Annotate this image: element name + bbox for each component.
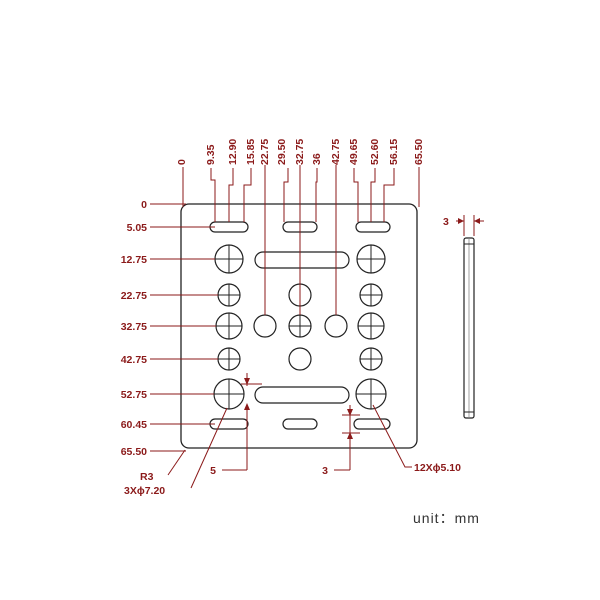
- slot-bottom-left: [209, 418, 249, 430]
- crosshair-icon: [214, 379, 244, 409]
- crosshair-icon: [215, 245, 243, 273]
- left-dim-label: 0: [141, 199, 147, 211]
- top-dim-label: 12.90: [227, 139, 239, 165]
- top-dim-label: 29.50: [276, 139, 288, 165]
- top-dim-label: 52.60: [369, 139, 381, 165]
- top-dim-label: 0: [176, 159, 188, 165]
- slot-top-left: [209, 221, 249, 233]
- top-dim-label: 9.35: [205, 144, 217, 165]
- small-hole: [324, 314, 348, 338]
- corner-radius-label: R3: [140, 471, 154, 483]
- slot-bottom-center: [282, 418, 318, 430]
- slot-bottom-right: [353, 418, 391, 430]
- small-hole: [288, 347, 312, 371]
- left-dim-label: 60.45: [121, 419, 147, 431]
- top-dim-label: 42.75: [330, 139, 342, 165]
- top-dim-label: 15.85: [245, 139, 257, 165]
- left-dim-label: 22.75: [121, 290, 147, 302]
- small-holes-label: 12Xϕ5.10: [414, 462, 461, 474]
- left-dim-label: 32.75: [121, 321, 147, 333]
- crosshair-icon: [360, 284, 382, 306]
- left-dim-label: 65.50: [121, 446, 147, 458]
- left-dim-label: 5.05: [127, 222, 148, 234]
- crosshair-icon: [356, 379, 386, 409]
- crosshair-icon: [358, 313, 384, 339]
- top-dim-label: 36: [311, 153, 323, 165]
- crosshair-icon: [218, 284, 240, 306]
- left-dim-label: 52.75: [121, 389, 147, 401]
- crosshair-icon: [218, 348, 240, 370]
- top-dim-label: 32.75: [294, 139, 306, 165]
- top-dim-label: 49.65: [348, 139, 360, 165]
- crosshair-icon: [357, 245, 385, 273]
- slot-width-right-label: 3: [322, 465, 328, 477]
- small-hole: [253, 314, 277, 338]
- left-dim-label: 12.75: [121, 254, 147, 266]
- slot-upper-wide: [254, 251, 350, 269]
- crosshair-icon: [289, 315, 311, 337]
- top-dim-label: 22.75: [259, 139, 271, 165]
- thickness-label: 3: [443, 216, 449, 228]
- unit-label: unit：mm: [413, 510, 480, 526]
- slot-top-right: [355, 221, 391, 233]
- top-dim-label: 65.50: [413, 139, 425, 165]
- slot-lower-wide: [254, 386, 350, 404]
- crosshair-icon: [216, 313, 242, 339]
- left-dim-label: 42.75: [121, 354, 147, 366]
- slot-width-left-label: 5: [210, 465, 216, 477]
- crosshair-icon: [360, 348, 382, 370]
- large-holes-label: 3Xϕ7.20: [124, 485, 165, 497]
- top-dim-label: 56.15: [388, 139, 400, 165]
